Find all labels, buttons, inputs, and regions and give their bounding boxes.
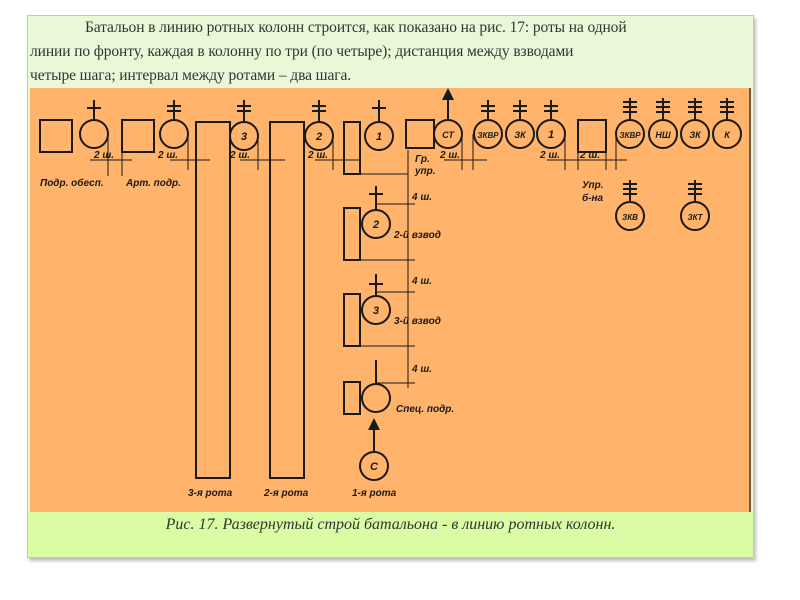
- label-gr-upr: упр.: [414, 166, 436, 177]
- circle-label-zk2: ЗК: [689, 130, 702, 140]
- label-spec-podr: Спец. подр.: [396, 404, 454, 415]
- figure-caption: Рис. 17. Развернутый строй батальона - в…: [165, 516, 616, 533]
- artillery-unit-circle: [159, 119, 189, 149]
- caption-area: Рис. 17. Развернутый строй батальона - в…: [28, 512, 753, 557]
- dist-label: 2 ш.: [579, 150, 600, 161]
- label-rota-3: 3-я рота: [188, 488, 233, 499]
- battalion-control-square: [577, 119, 607, 153]
- label-upr-bna: б-на: [582, 192, 604, 204]
- support-unit-square: [39, 119, 73, 153]
- circle-label-zkv: ЗКВ: [622, 213, 638, 222]
- circle-label-nsh: НШ: [655, 130, 670, 140]
- label-upr-bna: Упр.: [582, 180, 604, 191]
- label-vzvod-3: 3-й взвод: [394, 316, 441, 327]
- label-rota-2: 2-я рота: [263, 488, 309, 499]
- label-rota-1: 1-я рота: [352, 488, 397, 499]
- platoon-1-rect: [343, 121, 361, 175]
- label-vzvod-2: 2-й взвод: [393, 230, 441, 241]
- circle-label-k: К: [724, 130, 731, 140]
- artillery-unit-square: [121, 119, 155, 153]
- dist-label: 2 ш.: [307, 150, 328, 161]
- circle-label-s: С: [370, 461, 379, 473]
- circle-label-st: СТ: [442, 130, 455, 140]
- control-group-square: [405, 119, 435, 149]
- platoon-2-rect: [343, 207, 361, 261]
- platoon-3-rect: [343, 293, 361, 347]
- circle-label-zkvr1: ЗКВР: [477, 131, 499, 140]
- circle-label-zkvr2: ЗКВР: [619, 131, 641, 140]
- circle-label-c2: 2: [315, 131, 322, 143]
- circle-label-v3: 3: [373, 305, 379, 317]
- circle-label-c1: 1: [376, 131, 382, 143]
- label-gr-upr: Гр.: [415, 154, 430, 165]
- company-2-column: [269, 121, 305, 479]
- circle-label-c1b: 1: [548, 129, 554, 141]
- paragraph-line-3: четыре шага; интервал между ротами – два…: [30, 67, 352, 84]
- circle-label-zk1: ЗК: [514, 130, 527, 140]
- company-3-column: [195, 121, 231, 479]
- dist-label: 2 ш.: [229, 150, 250, 161]
- dist-label: 2 ш.: [439, 150, 460, 161]
- battalion-formation-figure: 3 2 1 СТ ЗКВР ЗК 1 ЗКВР НШ ЗК К ЗКВ ЗКТ …: [30, 88, 751, 512]
- special-unit-rect: [343, 381, 361, 415]
- dist-label: 4 ш.: [411, 276, 432, 287]
- label-art-podr: Арт. подр.: [125, 178, 181, 189]
- label-podr-obesp: Подр. обесп.: [40, 177, 104, 189]
- circle-label-c3: 3: [241, 131, 247, 143]
- dist-label: 2 ш.: [157, 150, 178, 161]
- circle-label-v2: 2: [372, 219, 379, 231]
- formation-diagram: 3 2 1 СТ ЗКВР ЗК 1 ЗКВР НШ ЗК К ЗКВ ЗКТ …: [39, 88, 742, 499]
- support-unit-circle: [79, 119, 109, 149]
- paragraph-line-1: Батальон в линию ротных колонн строится,…: [85, 19, 627, 36]
- special-unit-circle: [361, 383, 391, 413]
- dist-label: 2 ш.: [539, 150, 560, 161]
- circle-label-zkt: ЗКТ: [687, 213, 703, 222]
- intro-paragraph: Батальон в линию ротных колонн строится,…: [30, 16, 752, 88]
- dist-label: 2 ш.: [93, 150, 114, 161]
- dist-label: 4 ш.: [411, 364, 432, 375]
- dist-label: 4 ш.: [411, 192, 432, 203]
- paragraph-line-2: линии по фронту, каждая в колонну по три…: [30, 43, 574, 60]
